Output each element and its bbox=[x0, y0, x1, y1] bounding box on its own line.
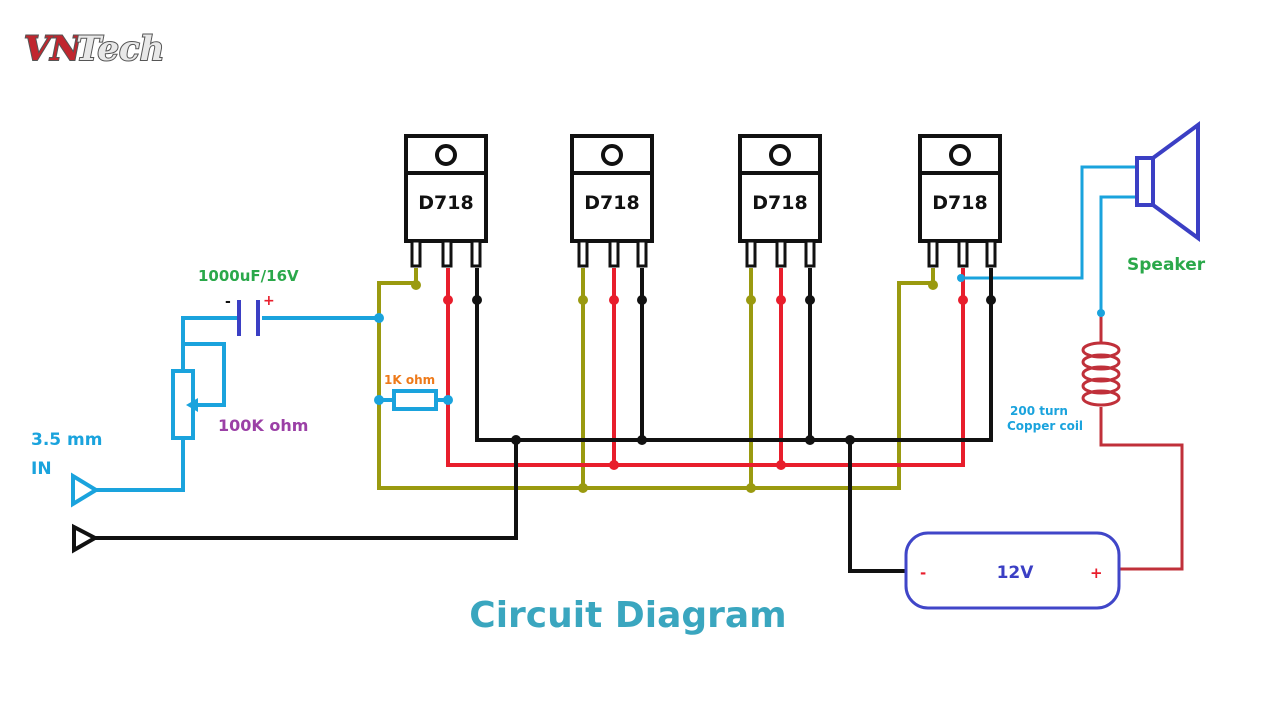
collector-bus bbox=[446, 268, 965, 467]
speaker-icon bbox=[1135, 121, 1200, 242]
signal-wires bbox=[90, 165, 1137, 492]
transistor-4-label: D718 bbox=[932, 192, 987, 214]
capacitor-label: 1000uF/16V bbox=[198, 267, 299, 285]
transistor-1-label: D718 bbox=[418, 192, 473, 214]
capacitor-neg-sign: - bbox=[225, 294, 231, 310]
pot-wiper-wire bbox=[183, 342, 226, 407]
ground-wires bbox=[92, 268, 993, 573]
base-bus-left bbox=[377, 281, 933, 490]
coil-to-battery-wire bbox=[1099, 407, 1184, 571]
pot-to-cap-wire bbox=[181, 316, 237, 372]
emitter-bus bbox=[475, 268, 993, 442]
coil-label-turns: 200 turn bbox=[1010, 404, 1068, 418]
diagram-title: Circuit Diagram bbox=[469, 595, 786, 636]
transistor-2-label: D718 bbox=[584, 192, 639, 214]
coil-label-material: Copper coil bbox=[1007, 419, 1083, 433]
collector-wires bbox=[446, 268, 965, 467]
potentiometer-label: 100K ohm bbox=[218, 416, 308, 435]
inductor-coil bbox=[1081, 313, 1121, 407]
input-label-size: 3.5 mm bbox=[31, 430, 102, 450]
capacitor-pos-sign: + bbox=[263, 293, 275, 309]
ground-to-battery-wire bbox=[848, 440, 906, 573]
logo-vn-text: VN bbox=[24, 29, 83, 69]
battery-pos-sign: + bbox=[1090, 564, 1103, 582]
input-jack-ground bbox=[72, 523, 100, 554]
logo-tech-text: Tech bbox=[76, 29, 164, 69]
transistor-1: D718 bbox=[404, 134, 488, 268]
speaker-to-coil-wire bbox=[1099, 195, 1137, 313]
junction-dots bbox=[374, 274, 1105, 493]
input-label-in: IN bbox=[31, 459, 52, 479]
battery-neg-sign: - bbox=[920, 564, 926, 582]
transistor-4: D718 bbox=[918, 134, 1002, 268]
transistor-3: D718 bbox=[738, 134, 822, 268]
battery-label: 12V bbox=[997, 563, 1035, 583]
speaker-label: Speaker bbox=[1127, 255, 1206, 275]
ground-to-input-wire bbox=[92, 440, 518, 540]
transistor-2: D718 bbox=[570, 134, 654, 268]
transistor-3-label: D718 bbox=[752, 192, 807, 214]
resistor bbox=[379, 389, 448, 411]
vntech-logo: VN Tech bbox=[23, 28, 165, 70]
input-to-pot-wire bbox=[90, 438, 185, 492]
speaker-output-wire bbox=[961, 165, 1137, 280]
input-jack-signal bbox=[71, 472, 100, 508]
resistor-label: 1K ohm bbox=[384, 373, 435, 387]
potentiometer bbox=[171, 369, 198, 440]
capacitor bbox=[237, 300, 260, 336]
battery-12v bbox=[904, 531, 1121, 610]
